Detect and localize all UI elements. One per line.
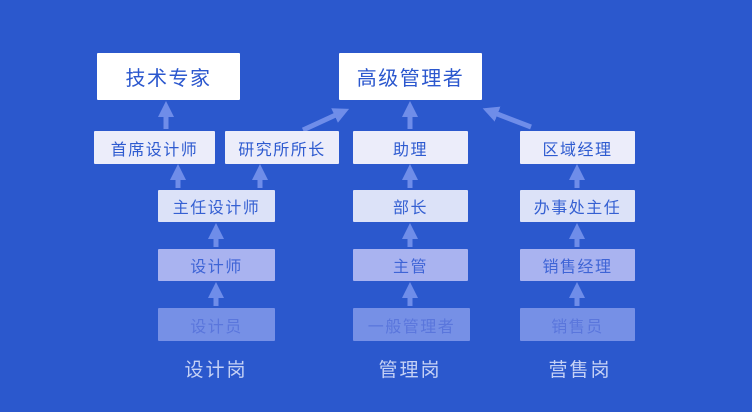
node-office-director: 办事处主任	[520, 190, 635, 222]
node-director-designer: 主任设计师	[158, 190, 275, 222]
node-designer: 设计师	[158, 249, 275, 281]
node-supervisor: 主管	[353, 249, 468, 281]
node-salesperson: 销售员	[520, 308, 635, 341]
column-label-design: 设计岗	[184, 359, 248, 381]
column-label-management: 管理岗	[378, 359, 442, 381]
node-chief-designer: 首席设计师	[94, 131, 215, 164]
node-junior-designer: 设计员	[158, 308, 275, 341]
node-department-head: 部长	[353, 190, 468, 222]
column-label-sales: 营售岗	[548, 359, 612, 381]
arrow-institute-director-to-senior-manager	[301, 108, 350, 133]
node-assistant: 助理	[353, 131, 468, 164]
node-sales-manager: 销售经理	[520, 249, 635, 281]
node-regional-manager: 区域经理	[520, 131, 635, 164]
node-institute-director: 研究所所长	[225, 131, 339, 164]
arrow-regional-manager-to-senior-manager	[482, 106, 532, 130]
node-tech-expert: 技术专家	[97, 53, 240, 100]
node-senior-manager: 高级管理者	[339, 53, 482, 100]
node-general-manager: 一般管理者	[353, 308, 470, 341]
